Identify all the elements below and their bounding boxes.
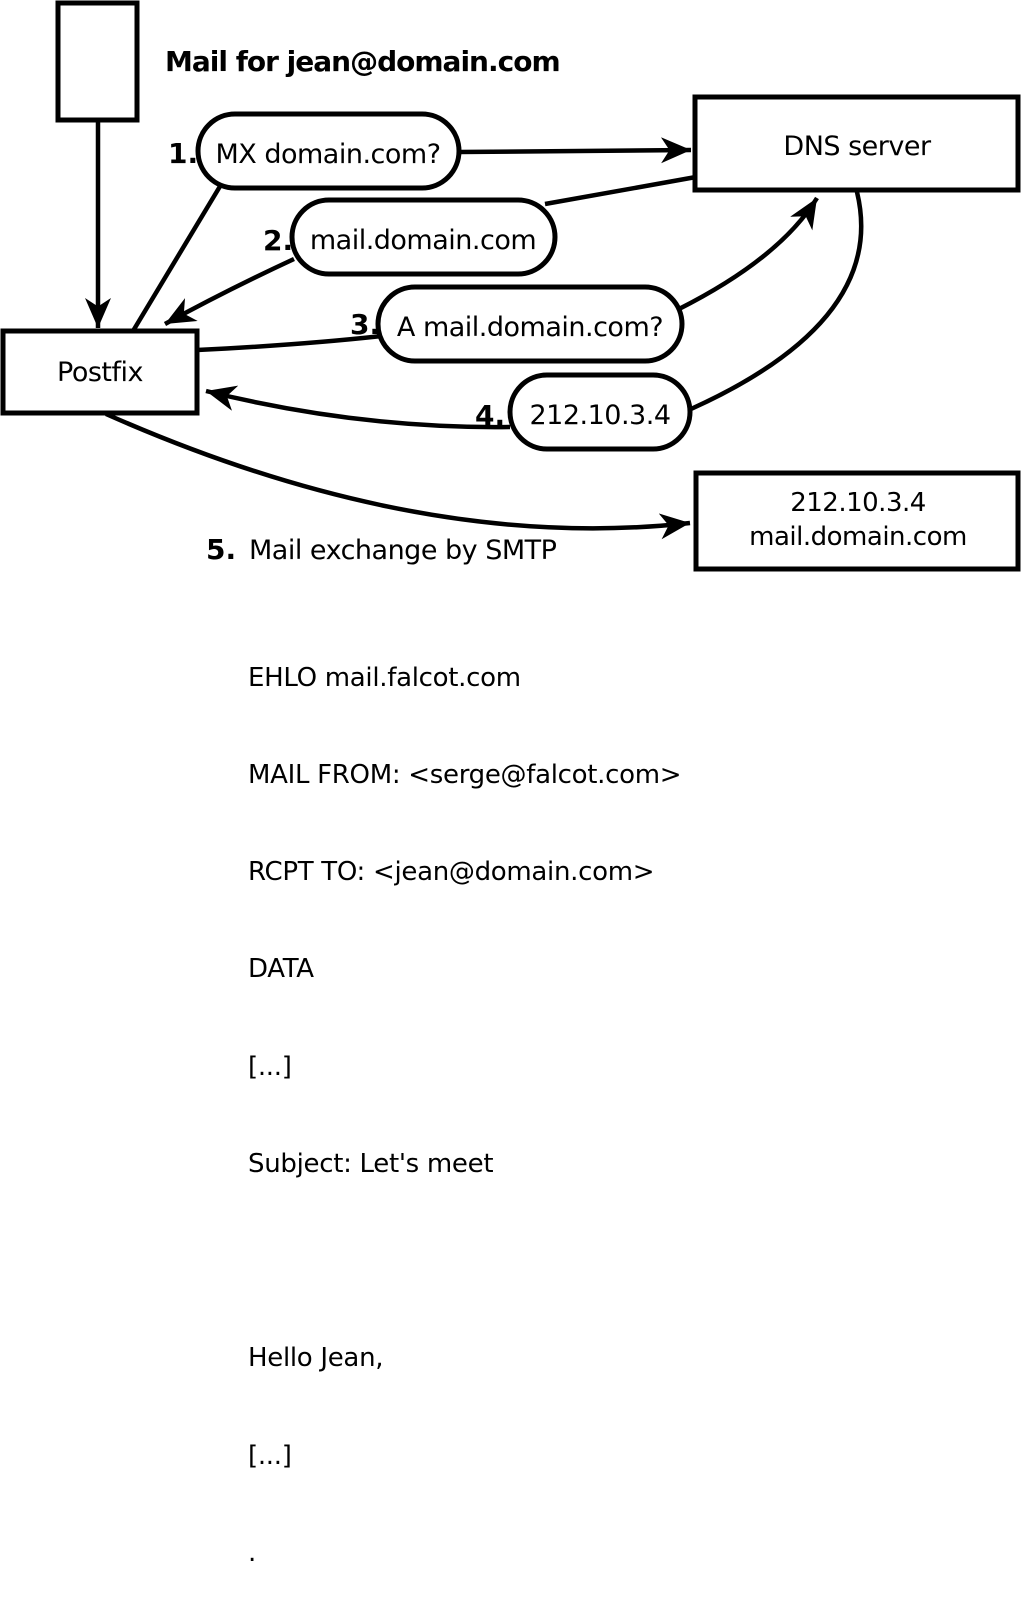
step-number-2: 2. bbox=[263, 224, 293, 257]
smtp-line-ellipsis-1: [...] bbox=[248, 1051, 292, 1082]
smtp-line-ehlo: EHLO mail.falcot.com bbox=[248, 662, 521, 693]
dns-server-label: DNS server bbox=[783, 131, 932, 162]
message-envelope-box bbox=[55, 0, 140, 123]
pill-a-answer-label: 212.10.3.4 bbox=[530, 400, 671, 431]
pill-a-query-label: A mail.domain.com? bbox=[397, 312, 663, 343]
arrow-a-query-to-dns bbox=[677, 196, 819, 312]
step-number-4: 4. bbox=[475, 399, 505, 432]
edge-postfix-to-a-query bbox=[196, 333, 383, 353]
pill-a-query bbox=[375, 284, 685, 364]
dns-server-box bbox=[692, 94, 1021, 193]
arrow-mx-answer-to-postfix bbox=[163, 256, 295, 326]
step-number-3: 3. bbox=[350, 308, 380, 341]
smtp-line-blank bbox=[248, 1245, 681, 1277]
mail-flow-diagram: Postfix DNS server 212.10.3.4 mail.domai… bbox=[0, 0, 1021, 572]
arrow-mx-query-to-dns bbox=[458, 137, 692, 164]
smtp-line-end-dot: . bbox=[248, 1537, 256, 1568]
postfix-box bbox=[0, 328, 200, 416]
pill-mx-query bbox=[195, 111, 462, 191]
smtp-line-mail-from: MAIL FROM: <serge@falcot.com> bbox=[248, 760, 682, 791]
mail-server-box bbox=[693, 470, 1021, 572]
smtp-line-data: DATA bbox=[248, 954, 314, 985]
figure-title: Mail for jean@domain.com bbox=[165, 45, 560, 78]
pill-mx-answer bbox=[289, 197, 558, 277]
pill-mx-answer-label: mail.domain.com bbox=[310, 225, 536, 256]
pill-a-answer bbox=[507, 372, 693, 452]
edge-dns-to-mx-answer bbox=[544, 174, 697, 207]
smtp-session-transcript: EHLO mail.falcot.com MAIL FROM: <serge@f… bbox=[248, 597, 682, 1602]
arrow-smtp-to-mail-server bbox=[105, 411, 691, 540]
smtp-line-hello: Hello Jean, bbox=[248, 1343, 384, 1374]
step-number-1: 1. bbox=[168, 137, 198, 170]
edge-dns-to-a-answer bbox=[690, 191, 864, 412]
step-5-label: Mail exchange by SMTP bbox=[249, 535, 557, 566]
arrow-a-answer-to-postfix bbox=[205, 385, 511, 430]
postfix-label: Postfix bbox=[57, 357, 143, 388]
edge-mx-query-from-postfix bbox=[131, 181, 224, 333]
diagram-page: { "figure": { "title": "Mail for jean@do… bbox=[0, 0, 1021, 1568]
mail-server-hostname-label: mail.domain.com bbox=[749, 522, 967, 552]
smtp-line-subject: Subject: Let's meet bbox=[248, 1148, 494, 1179]
smtp-line-rcpt-to: RCPT TO: <jean@domain.com> bbox=[248, 857, 655, 888]
mail-server-ip-label: 212.10.3.4 bbox=[790, 488, 926, 518]
smtp-line-ellipsis-2: [...] bbox=[248, 1440, 292, 1471]
step-number-5: 5. bbox=[206, 533, 236, 566]
pill-mx-query-label: MX domain.com? bbox=[215, 139, 440, 170]
